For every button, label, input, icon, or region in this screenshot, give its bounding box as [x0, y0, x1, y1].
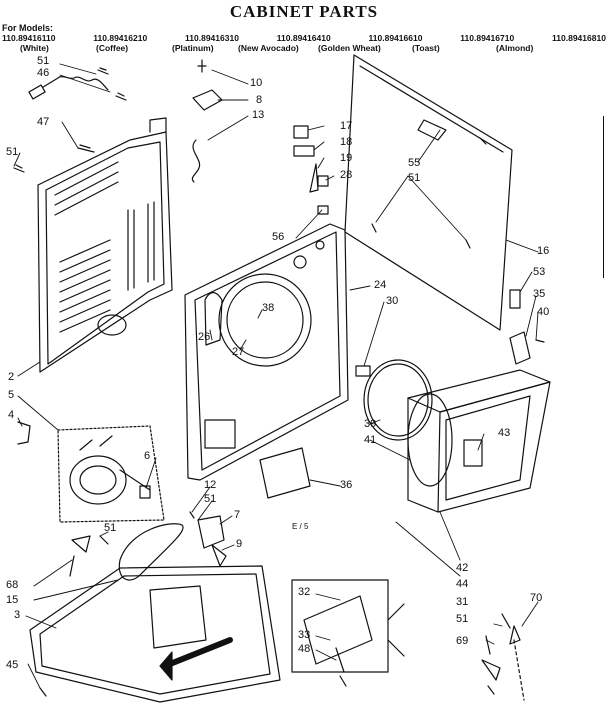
callout-44: 44 [456, 578, 469, 590]
model-number-row: 110.89416110 110.89416210 110.89416310 1… [2, 33, 606, 43]
callout-47: 47 [37, 116, 50, 128]
model-color: (Toast) [412, 43, 440, 53]
power-cord-part [13, 67, 127, 173]
callout-26: 26 [198, 331, 211, 343]
top-cover-part [344, 54, 513, 331]
model-number: 110.89416210 [93, 33, 148, 43]
callout-3: 3 [14, 609, 21, 621]
models-heading: For Models: [2, 23, 53, 33]
callout-5: 5 [8, 389, 15, 401]
callout-28: 28 [340, 169, 353, 181]
diagram-title: CABINET PARTS [229, 2, 379, 21]
callout-2: 2 [8, 371, 15, 383]
model-number: 110.89416710 [460, 33, 515, 43]
callout-18: 18 [340, 136, 353, 148]
lint-filter-part [259, 447, 311, 499]
callout-38: 38 [262, 302, 275, 314]
callout-51: 51 [204, 493, 217, 505]
callout-6: 6 [144, 450, 151, 462]
callout-51: 51 [408, 172, 421, 184]
model-color: (Platinum) [172, 43, 214, 53]
callout-19: 19 [340, 152, 353, 164]
callout-56: 56 [272, 231, 285, 243]
model-number: 110.89416110 [2, 33, 56, 43]
callout-46: 46 [37, 67, 50, 79]
reference-mark: E / 5 [292, 522, 309, 531]
callout-43: 43 [498, 427, 511, 439]
callout-39: 39 [364, 418, 377, 430]
drive-belt-part [69, 511, 227, 581]
callout-24: 24 [374, 279, 387, 291]
callout-13: 13 [252, 109, 265, 121]
model-color: (Golden Wheat) [318, 43, 381, 53]
front-panel-part [184, 223, 349, 481]
model-number: 110.89416810 [552, 33, 606, 43]
model-number: 110.89416410 [276, 33, 331, 43]
callout-69: 69 [456, 635, 469, 647]
page-edge-rule [603, 116, 604, 278]
door-seal-part [355, 359, 433, 441]
door-assembly-part [407, 369, 551, 513]
thermostat-bracket-part [191, 59, 223, 183]
callout-12: 12 [204, 479, 217, 491]
model-color: (Almond) [496, 43, 534, 53]
callout-16: 16 [537, 245, 550, 257]
callout-32: 32 [298, 586, 311, 598]
door-switch-part [481, 613, 525, 701]
callout-36: 36 [340, 479, 353, 491]
callout-30: 30 [386, 295, 399, 307]
callout-53: 53 [533, 266, 546, 278]
callout-40: 40 [537, 306, 550, 318]
rear-panel-part [37, 117, 173, 373]
callout-55: 55 [408, 157, 421, 169]
callout-15: 15 [6, 594, 19, 606]
callout-35: 35 [533, 288, 546, 300]
callout-70: 70 [530, 592, 543, 604]
model-number: 110.89416310 [185, 33, 239, 43]
callout-45: 45 [6, 659, 19, 671]
model-color: (White) [20, 43, 49, 53]
callout-9: 9 [236, 538, 243, 550]
callout-17: 17 [340, 120, 353, 132]
motor-assembly-part [17, 421, 165, 523]
callout-10: 10 [250, 77, 263, 89]
callout-51: 51 [6, 146, 19, 158]
callout-31: 31 [456, 596, 469, 608]
door-latch-part [293, 125, 329, 215]
callout-4: 4 [8, 409, 15, 421]
model-number: 110.89416610 [368, 33, 423, 43]
base-part [29, 565, 281, 703]
callout-51: 51 [456, 613, 469, 625]
model-color: (New Avocado) [238, 43, 299, 53]
callout-41: 41 [364, 434, 377, 446]
callout-leader-lines [13, 63, 539, 689]
callout-27: 27 [232, 346, 245, 358]
callout-33: 33 [298, 629, 311, 641]
callout-8: 8 [256, 94, 263, 106]
callout-42: 42 [456, 562, 469, 574]
callout-51: 51 [37, 55, 50, 67]
model-color: (Coffee) [96, 43, 129, 53]
callout-7: 7 [234, 509, 241, 521]
callout-48: 48 [298, 643, 311, 655]
callout-51: 51 [104, 522, 117, 534]
callout-68: 68 [6, 579, 19, 591]
door-hinge-part [509, 289, 545, 365]
wiring-harness-inset [291, 579, 405, 687]
